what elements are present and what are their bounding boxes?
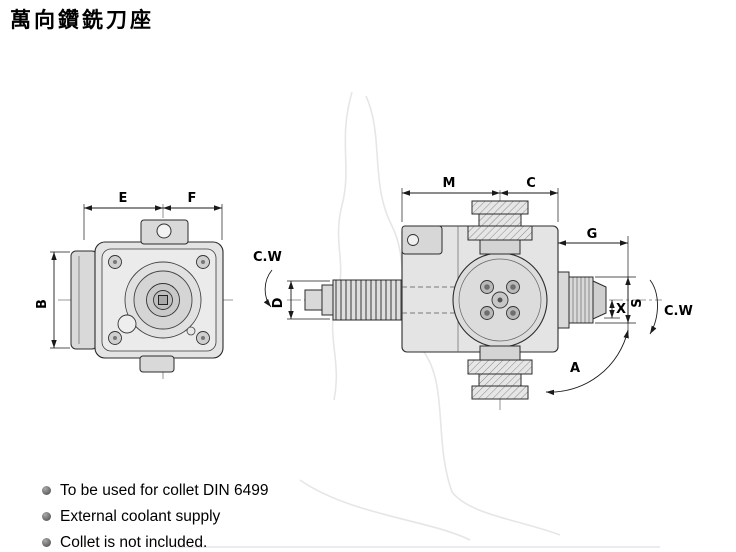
rotation-indicator-right: C.W [649, 279, 693, 335]
dim-label-g: G [587, 227, 598, 242]
dimension-s: S [595, 276, 645, 324]
corner-screws [108, 255, 210, 345]
dimension-b: B [35, 251, 70, 349]
left-view-protrusion [70, 250, 98, 350]
note-text: External coolant supply [60, 507, 221, 525]
left-view-drawing: E F B [35, 191, 233, 382]
dim-label-e: E [119, 191, 128, 206]
bullet-icon [42, 512, 51, 521]
cw-label-left: C.W [253, 250, 282, 265]
dim-label-d: D [271, 297, 286, 308]
note-item: External coolant supply [42, 507, 269, 526]
cw-label-right: C.W [664, 304, 693, 319]
gear-head-face [452, 252, 548, 348]
input-spindle [304, 279, 403, 321]
dimension-m-c: M C [401, 176, 559, 222]
dimension-a: A [545, 329, 629, 396]
bullet-icon [42, 486, 51, 495]
output-collet-nut [557, 271, 607, 329]
dim-label-x: X [616, 302, 626, 317]
dim-label-s: S [630, 298, 645, 307]
coolant-fitting-top [467, 200, 533, 255]
left-view-bottom-tab [139, 355, 175, 373]
dim-label-a: A [570, 361, 580, 376]
note-item: Collet is not included. [42, 533, 269, 552]
page-title: 萬向鑽銑刀座 [10, 8, 154, 32]
cw-arrow-left [263, 269, 273, 308]
housing-top-block [401, 225, 443, 255]
dim-label-f: F [188, 191, 197, 206]
dimension-e-f: E F [83, 191, 223, 240]
coolant-fitting-bottom [467, 345, 533, 400]
spindle-bearing-front [124, 261, 202, 339]
dimension-d: D [271, 280, 330, 320]
cw-arrow-right [649, 279, 658, 335]
dim-label-m: M [443, 176, 456, 191]
bullet-icon [42, 538, 51, 547]
pin-hole [186, 326, 196, 336]
note-item: To be used for collet DIN 6499 [42, 481, 269, 500]
note-text: Collet is not included. [60, 533, 208, 551]
notes-list: To be used for collet DIN 6499 External … [42, 481, 269, 552]
rotation-indicator-left: C.W [253, 250, 282, 308]
right-view-drawing: D [271, 176, 662, 410]
dimension-x: X [604, 300, 626, 319]
coolant-hole [117, 314, 137, 334]
dim-label-c: C [526, 176, 536, 191]
dim-label-b: B [35, 299, 50, 309]
note-text: To be used for collet DIN 6499 [60, 481, 269, 499]
